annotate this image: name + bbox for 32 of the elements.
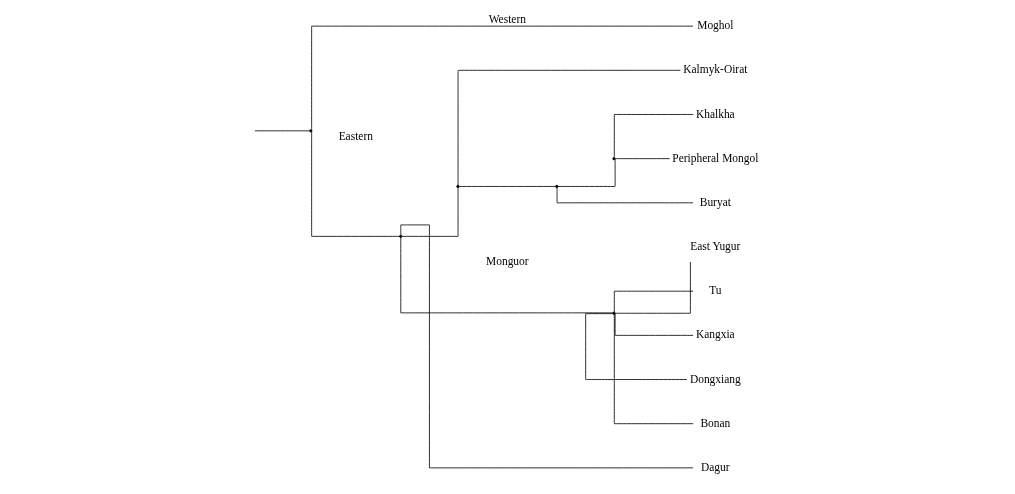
edge-label: Eastern <box>338 130 373 142</box>
connector <box>614 158 671 160</box>
node-point <box>612 157 616 161</box>
connector <box>457 69 681 186</box>
connector <box>311 131 400 237</box>
node-text: Tu <box>709 284 722 297</box>
connector <box>254 130 310 132</box>
connector <box>613 114 694 158</box>
edge-label: Monguor <box>486 255 529 268</box>
connector <box>556 187 694 204</box>
node-point <box>612 311 616 315</box>
node-text: Moghol <box>697 19 734 32</box>
node-point <box>456 184 460 189</box>
node-point <box>555 184 559 189</box>
connector <box>458 186 556 187</box>
node-text: Dagur <box>701 460 730 473</box>
connector <box>613 314 694 425</box>
node-text: Bonan <box>700 416 731 429</box>
connector <box>557 158 616 187</box>
node-text: Kangxia <box>695 328 735 341</box>
node-point <box>309 129 313 133</box>
connector <box>311 25 694 131</box>
node-text: East Yugur <box>690 240 741 253</box>
edge-label: Western <box>488 13 526 26</box>
connector <box>400 224 694 469</box>
node-text: Peripheral Mongol <box>672 151 759 164</box>
node-text: Kalmyk-Oirat <box>683 63 748 76</box>
node-text: Buryat <box>699 195 731 208</box>
node-text: Dongxiang <box>689 372 741 385</box>
connector <box>401 187 459 237</box>
node-point <box>399 234 403 238</box>
node-text: Khalkha <box>695 107 735 120</box>
